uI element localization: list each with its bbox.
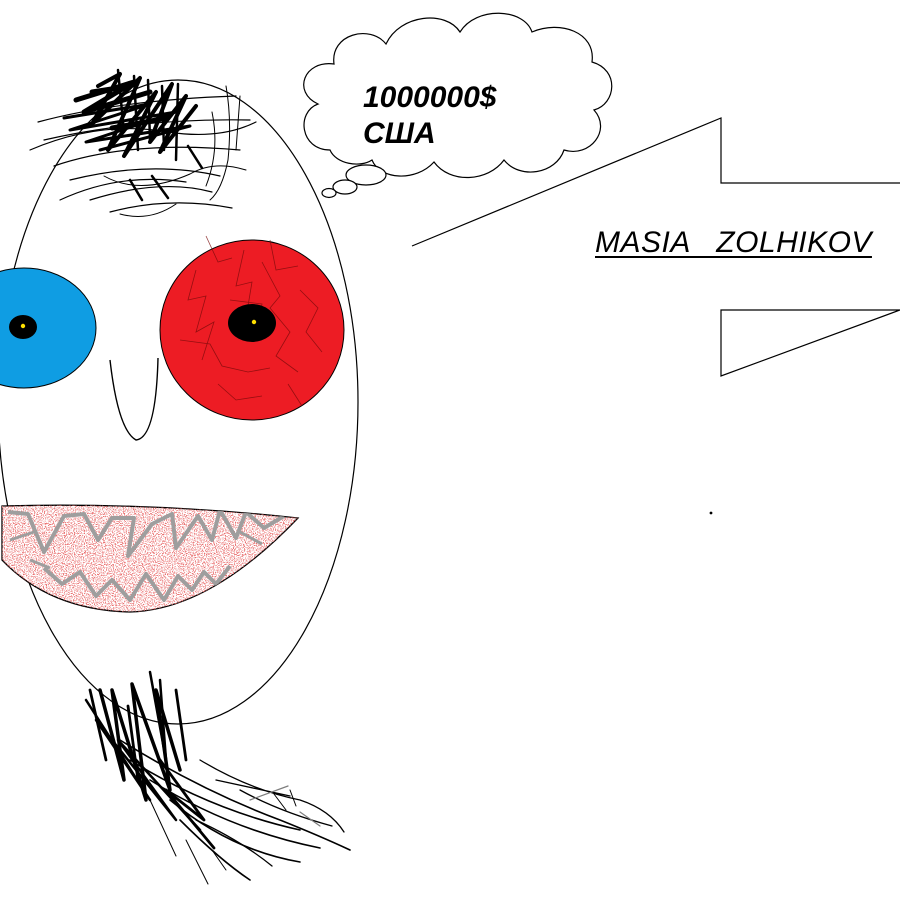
lower-teeth — [42, 564, 232, 602]
arrow-name-label: MASIA ZOLHIKOV — [595, 226, 872, 259]
nose — [109, 357, 159, 441]
thought-bubble — [303, 12, 613, 199]
bubble-country-text: США — [363, 117, 436, 150]
stray-dot — [709, 511, 713, 515]
bubble-dot-medium — [332, 179, 358, 195]
bubble-dot-small — [321, 187, 337, 199]
upper-teeth — [7, 508, 286, 558]
bubble-amount-text: 1000000$ — [363, 81, 497, 114]
face-outline — [0, 79, 359, 725]
beard-scribble — [84, 670, 351, 885]
right-glint — [251, 319, 257, 325]
left-glint — [20, 323, 26, 329]
right-pupil — [228, 304, 276, 342]
hair-scribble — [29, 68, 257, 217]
bubble-dot-large — [345, 164, 387, 186]
left-arrow — [411, 117, 900, 377]
mouth — [1, 504, 300, 613]
right-eye — [159, 235, 345, 421]
left-eye — [0, 267, 97, 389]
